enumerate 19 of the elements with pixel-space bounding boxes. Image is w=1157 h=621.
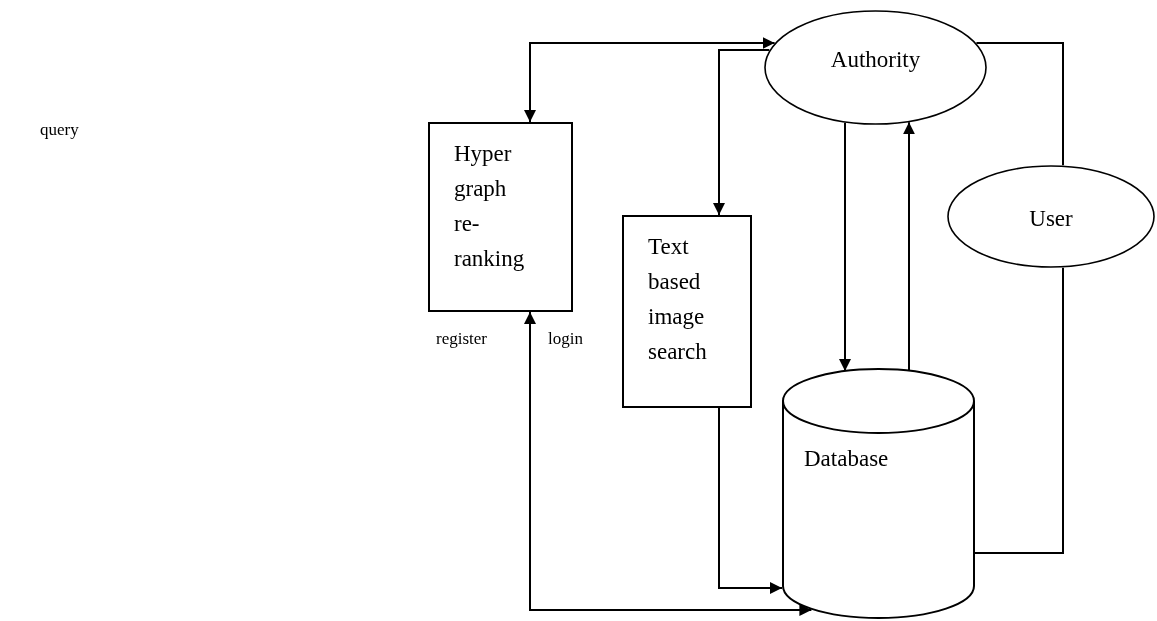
connector-arrow bbox=[524, 37, 776, 123]
ellipse-node bbox=[764, 10, 987, 125]
connector-arrow bbox=[903, 121, 915, 372]
node-label: Database bbox=[804, 445, 889, 473]
connector-arrow bbox=[713, 49, 771, 216]
process-box bbox=[622, 215, 752, 408]
connector-arrow bbox=[718, 407, 783, 594]
node-label: Hyper graph re- ranking bbox=[454, 140, 526, 273]
ellipse-node bbox=[947, 165, 1155, 268]
text-label: register bbox=[436, 328, 487, 350]
node-label: User bbox=[1028, 205, 1074, 233]
process-box bbox=[428, 122, 573, 312]
database-cylinder bbox=[782, 369, 975, 619]
node-label: Text based image search bbox=[648, 233, 708, 366]
connector-arrow bbox=[524, 311, 813, 616]
connector-arrow bbox=[839, 121, 851, 372]
text-label: query bbox=[40, 119, 79, 141]
text-label: login bbox=[548, 328, 583, 350]
node-label: Authority bbox=[829, 46, 922, 74]
